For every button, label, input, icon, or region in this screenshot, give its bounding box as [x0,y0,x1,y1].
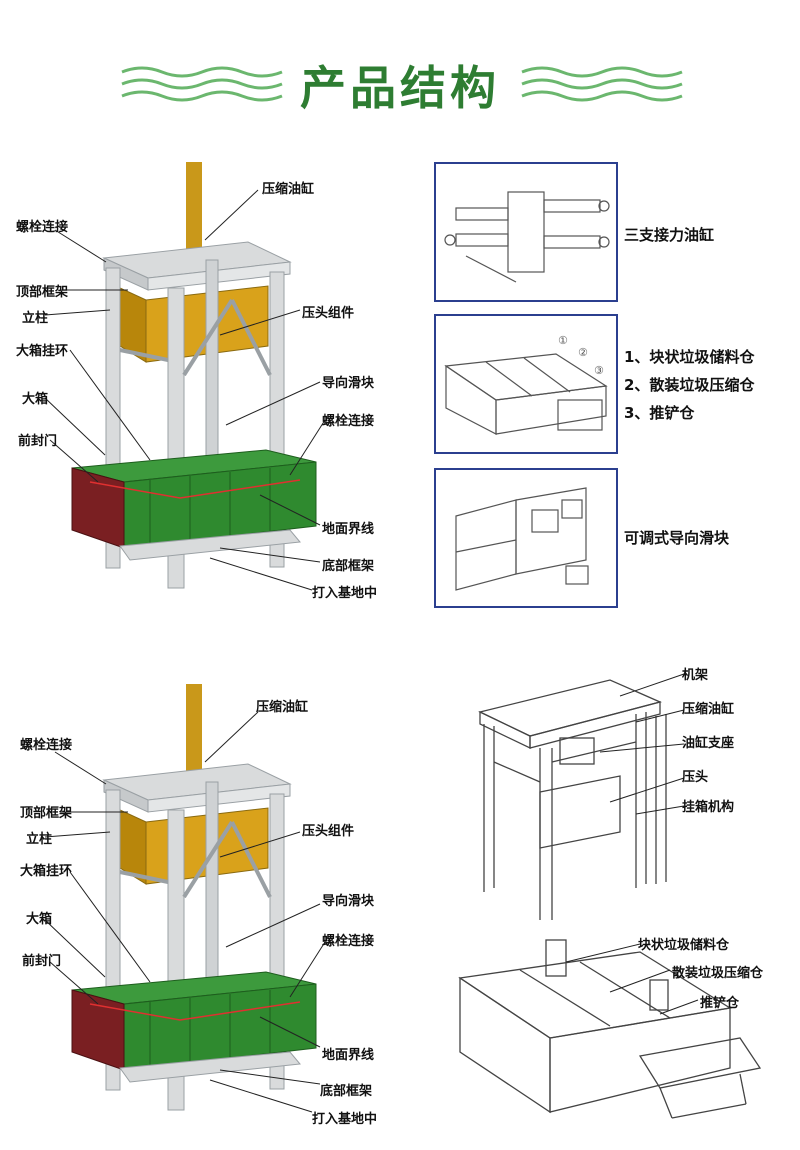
bottom-compactor-diagram: 压缩油缸 螺栓连接 顶部框架 立柱 压头组件 大箱挂环 导向滑块 大箱 螺栓连接… [0,672,410,1142]
panel-relay-cylinder [434,162,618,302]
label-bottom-frame-2: 底部框架 [320,1084,373,1099]
label-bolt-top: 螺栓连接 [16,220,69,235]
marker-2: ② [578,346,588,359]
label-ground-line-2: 地面界线 [322,1048,375,1063]
label-top-frame: 顶部框架 [16,285,69,300]
label-front-door: 前封门 [18,434,58,449]
three-bins-sketch [444,353,608,435]
label-press-head: 压头组件 [302,306,355,321]
label-cylinder-support: 油缸支座 [682,736,735,751]
panel-guide-slider [434,468,618,608]
relay-cylinder-sketch [444,191,610,283]
label-box-hook: 大箱挂环 [16,344,69,359]
label-guide-slider-2: 导向滑块 [322,894,375,909]
label-ground-line: 地面界线 [322,522,375,537]
label-frame-cylinder: 压缩油缸 [682,702,735,717]
page-title: 产品结构 [300,61,500,115]
label-frame: 机架 [682,668,709,683]
machine-bins-sketch [458,939,762,1119]
label-cylinder-2: 压缩油缸 [256,700,309,715]
label-embed-2: 打入基地中 [312,1112,378,1127]
marker-1: ① [558,334,568,347]
label-embed: 打入基地中 [312,586,378,601]
label-column-2: 立柱 [26,832,53,847]
machine-frame-sketch [478,673,685,920]
label-hook-mechanism: 挂箱机构 [682,800,735,815]
panel-relay-cylinder-label: 三支接力油缸 [624,226,715,244]
bin-item-3: 3、推铲仓 [624,404,695,422]
label-box-hook-2: 大箱挂环 [20,864,73,879]
label-column: 立柱 [22,311,49,326]
label-bolt-side-2: 螺栓连接 [322,934,375,949]
panel-guide-slider-label: 可调式导向滑块 [624,529,730,547]
label-front-door-2: 前封门 [22,954,62,969]
marker-3: ③ [594,364,604,377]
guide-slider-sketch [455,487,589,591]
label-cylinder: 压缩油缸 [262,182,315,197]
label-guide-slider: 导向滑块 [322,376,375,391]
label-push-bin: 推铲仓 [700,996,740,1011]
label-press-head-2: 压头组件 [302,824,355,839]
machine-bins-diagram: 块状垃圾储料仓 散装垃圾压缩仓 推铲仓 [440,928,780,1138]
compactor-illustration-2 [44,684,326,1113]
label-press: 压头 [682,770,709,785]
left-wave-decoration [121,66,283,102]
label-big-box-2: 大箱 [26,912,53,927]
bin-item-2: 2、散装垃圾压缩仓 [624,376,755,394]
label-bolt-top-2: 螺栓连接 [20,738,73,753]
label-top-frame-2: 顶部框架 [20,806,73,821]
label-bulk-bin: 散装垃圾压缩仓 [672,966,764,981]
label-big-box: 大箱 [22,392,49,407]
compactor-illustration [44,162,326,591]
right-wave-decoration [521,66,683,102]
label-block-bin: 块状垃圾储料仓 [638,938,730,953]
bin-item-1: 1、块状垃圾储料仓 [624,348,755,366]
label-bottom-frame: 底部框架 [322,559,375,574]
label-bolt-side: 螺栓连接 [322,414,375,429]
top-compactor-diagram: 压缩油缸 螺栓连接 顶部框架 立柱 压头组件 大箱挂环 导向滑块 大箱 螺栓连接… [0,150,410,620]
machine-frame-diagram: 机架 压缩油缸 油缸支座 压头 挂箱机构 [440,652,780,932]
panel-three-bins: ① ② ③ [434,314,618,454]
